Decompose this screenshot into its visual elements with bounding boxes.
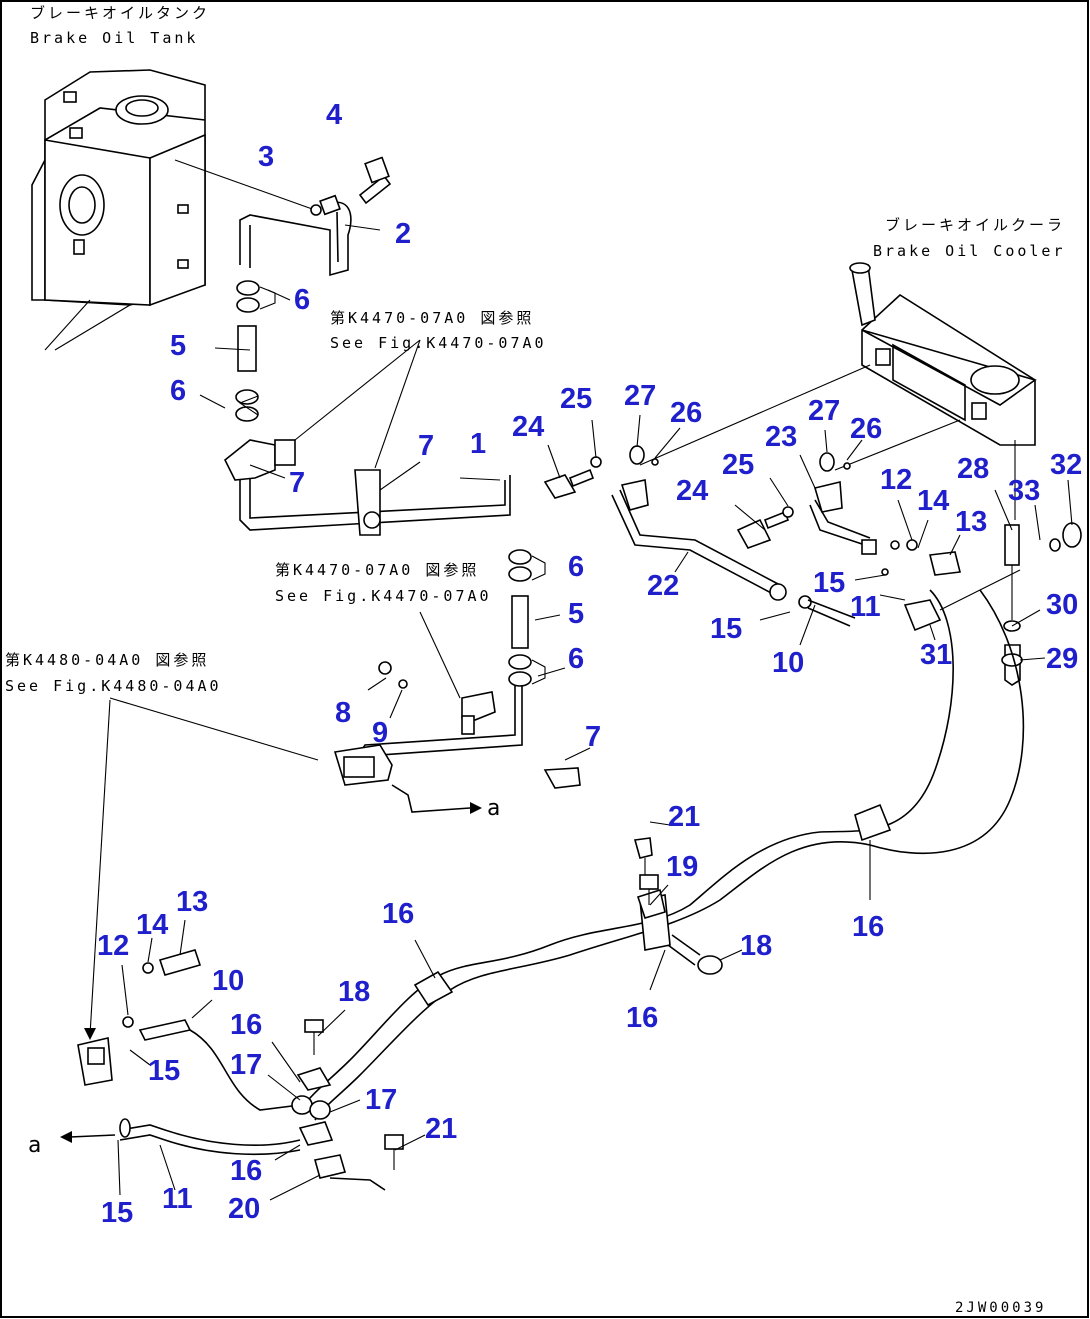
part-number-32: 32 [1050, 449, 1082, 481]
cooler-pipes [611, 479, 1082, 686]
pipe-1 [223, 339, 511, 536]
ref1-caption-jp: 第K4470-07A0 図参照 [330, 309, 534, 327]
cooler-caption-jp: ブレーキオイルクーラ [885, 216, 1065, 234]
part-number-6-b: 6 [170, 375, 186, 407]
part-number-26-b: 26 [850, 413, 882, 445]
clamp-hose-upper-left [235, 280, 276, 422]
ref2-caption-en: See Fig.K4470-07A0 [275, 587, 492, 605]
part-number-6-c: 6 [568, 551, 584, 583]
part-number-6-a: 6 [294, 284, 310, 316]
part-number-24-b: 24 [676, 475, 708, 507]
tank-caption-jp: ブレーキオイルタンク [30, 4, 210, 22]
part-number-11-b: 11 [162, 1183, 193, 1215]
part-number-13-a: 13 [955, 506, 987, 538]
ref3-caption-en: See Fig.K4480-04A0 [5, 677, 222, 695]
part-number-11-a: 11 [850, 591, 881, 623]
part-number-28: 28 [957, 453, 989, 485]
part-number-17-a: 17 [230, 1049, 262, 1081]
part-number-7-c: 7 [585, 721, 601, 753]
part-number-1: 1 [470, 428, 486, 460]
part-number-15-b: 15 [710, 613, 742, 645]
part-number-10-b: 10 [212, 965, 244, 997]
arrow-label-a-upper: a [487, 796, 503, 821]
main-hose [299, 589, 1025, 1121]
part-number-9: 9 [372, 717, 388, 749]
part-number-30: 30 [1046, 589, 1078, 621]
brake-oil-tank [31, 69, 316, 351]
part-number-15-d: 15 [101, 1197, 133, 1229]
part-number-7-a: 7 [289, 467, 305, 499]
part-number-20: 20 [228, 1193, 260, 1225]
part-number-31: 31 [920, 639, 952, 671]
part-number-33: 33 [1008, 475, 1040, 507]
arrow-label-a-lower: a [28, 1133, 44, 1158]
part-number-21-b: 21 [425, 1113, 457, 1145]
tank-caption-en: Brake Oil Tank [30, 29, 198, 47]
part-number-6-d: 6 [568, 643, 584, 675]
part-number-29: 29 [1046, 643, 1078, 675]
part-number-15-a: 15 [813, 567, 845, 599]
part-number-25-b: 25 [722, 449, 754, 481]
part-number-8: 8 [335, 697, 351, 729]
part-number-14-b: 14 [136, 909, 168, 941]
part-number-16-e: 16 [230, 1155, 262, 1187]
part-number-18-a: 18 [740, 930, 772, 962]
part-number-21-a: 21 [668, 801, 700, 833]
part-number-27-b: 27 [808, 395, 840, 427]
part-number-13-b: 13 [176, 886, 208, 918]
part-number-15-c: 15 [148, 1055, 180, 1087]
pipe-lower-middle [109, 611, 581, 814]
cooler-caption-en: Brake Oil Cooler [873, 242, 1066, 260]
part-number-14-a: 14 [917, 485, 949, 517]
ref3-caption-jp: 第K4480-04A0 図参照 [5, 651, 209, 669]
ref2-caption-jp: 第K4470-07A0 図参照 [275, 561, 479, 579]
brake-oil-cooler [639, 262, 1037, 520]
part-number-16-d: 16 [230, 1009, 262, 1041]
part-number-23: 23 [765, 421, 797, 453]
part-number-18-b: 18 [338, 976, 370, 1008]
part-number-2: 2 [395, 218, 411, 250]
part-number-22: 22 [647, 570, 679, 602]
part-number-16-c: 16 [626, 1002, 658, 1034]
part-number-12-b: 12 [97, 930, 129, 962]
tank-hose-assembly [239, 156, 392, 277]
part-number-26-a: 26 [670, 397, 702, 429]
ref1-caption-en: See Fig.K4470-07A0 [330, 334, 547, 352]
clamp-hose-middle [508, 549, 546, 687]
part-number-16-b: 16 [852, 911, 884, 943]
part-number-16-a: 16 [382, 898, 414, 930]
part-number-19: 19 [666, 851, 698, 883]
part-number-3: 3 [258, 141, 274, 173]
leader-lines [117, 289, 1073, 1201]
part-number-24-a: 24 [512, 411, 544, 443]
drawing-code: 2JW00039 [955, 1300, 1046, 1316]
part-number-10-a: 10 [772, 647, 804, 679]
lower-left-assembly [60, 699, 659, 1191]
part-number-4: 4 [326, 99, 342, 131]
part-number-7-b: 7 [418, 430, 434, 462]
part-number-27-a: 27 [624, 380, 656, 412]
part-number-25-a: 25 [560, 383, 592, 415]
part-number-12-a: 12 [880, 464, 912, 496]
part-number-5-upper: 5 [170, 330, 186, 362]
fittings-upper-middle [543, 445, 889, 627]
part-number-5-middle: 5 [568, 598, 584, 630]
part-number-17-b: 17 [365, 1084, 397, 1116]
